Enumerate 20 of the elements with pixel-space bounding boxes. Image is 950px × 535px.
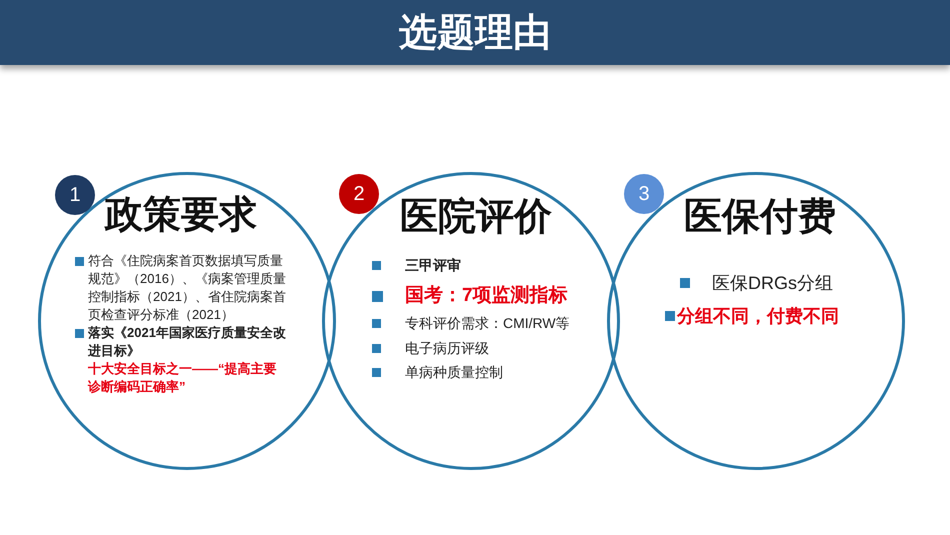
bullet-text: 十大安全目标之一——“提高主要诊断编码正确率”	[88, 360, 278, 396]
circle-frame	[322, 172, 620, 470]
section-heading: 医保付费	[684, 195, 836, 240]
number-badge: 3	[624, 174, 664, 214]
bullet-text: 单病种质量控制	[405, 363, 503, 382]
number-badge: 2	[339, 174, 379, 214]
number-badge: 1	[55, 175, 95, 215]
slide-title: 选题理由	[399, 10, 551, 56]
bullet-text: 电子病历评级	[405, 339, 489, 358]
section-heading: 医院评价	[400, 195, 552, 240]
bullet-text: 落实《2021年国家医疗质量安全改进目标》	[88, 324, 286, 360]
bullet-text: 分组不同，付费不同	[677, 305, 839, 328]
bullet-text: 符合《住院病案首页数据填写质量规范》（2016）、《病案管理质量控制指标（2021）、省住院病案首页检查评分标准（2021）	[88, 252, 286, 324]
circle-frame	[607, 172, 905, 470]
bullet-text: 三甲评审	[405, 256, 461, 275]
bullet-text: 专科评价需求：CMI/RW等	[405, 314, 570, 333]
bullet-text: 国考：7项监测指标	[405, 284, 568, 308]
circle-frame	[38, 172, 336, 470]
bullet-text: 医保DRGs分组	[712, 272, 833, 295]
section-heading: 政策要求	[105, 193, 257, 238]
